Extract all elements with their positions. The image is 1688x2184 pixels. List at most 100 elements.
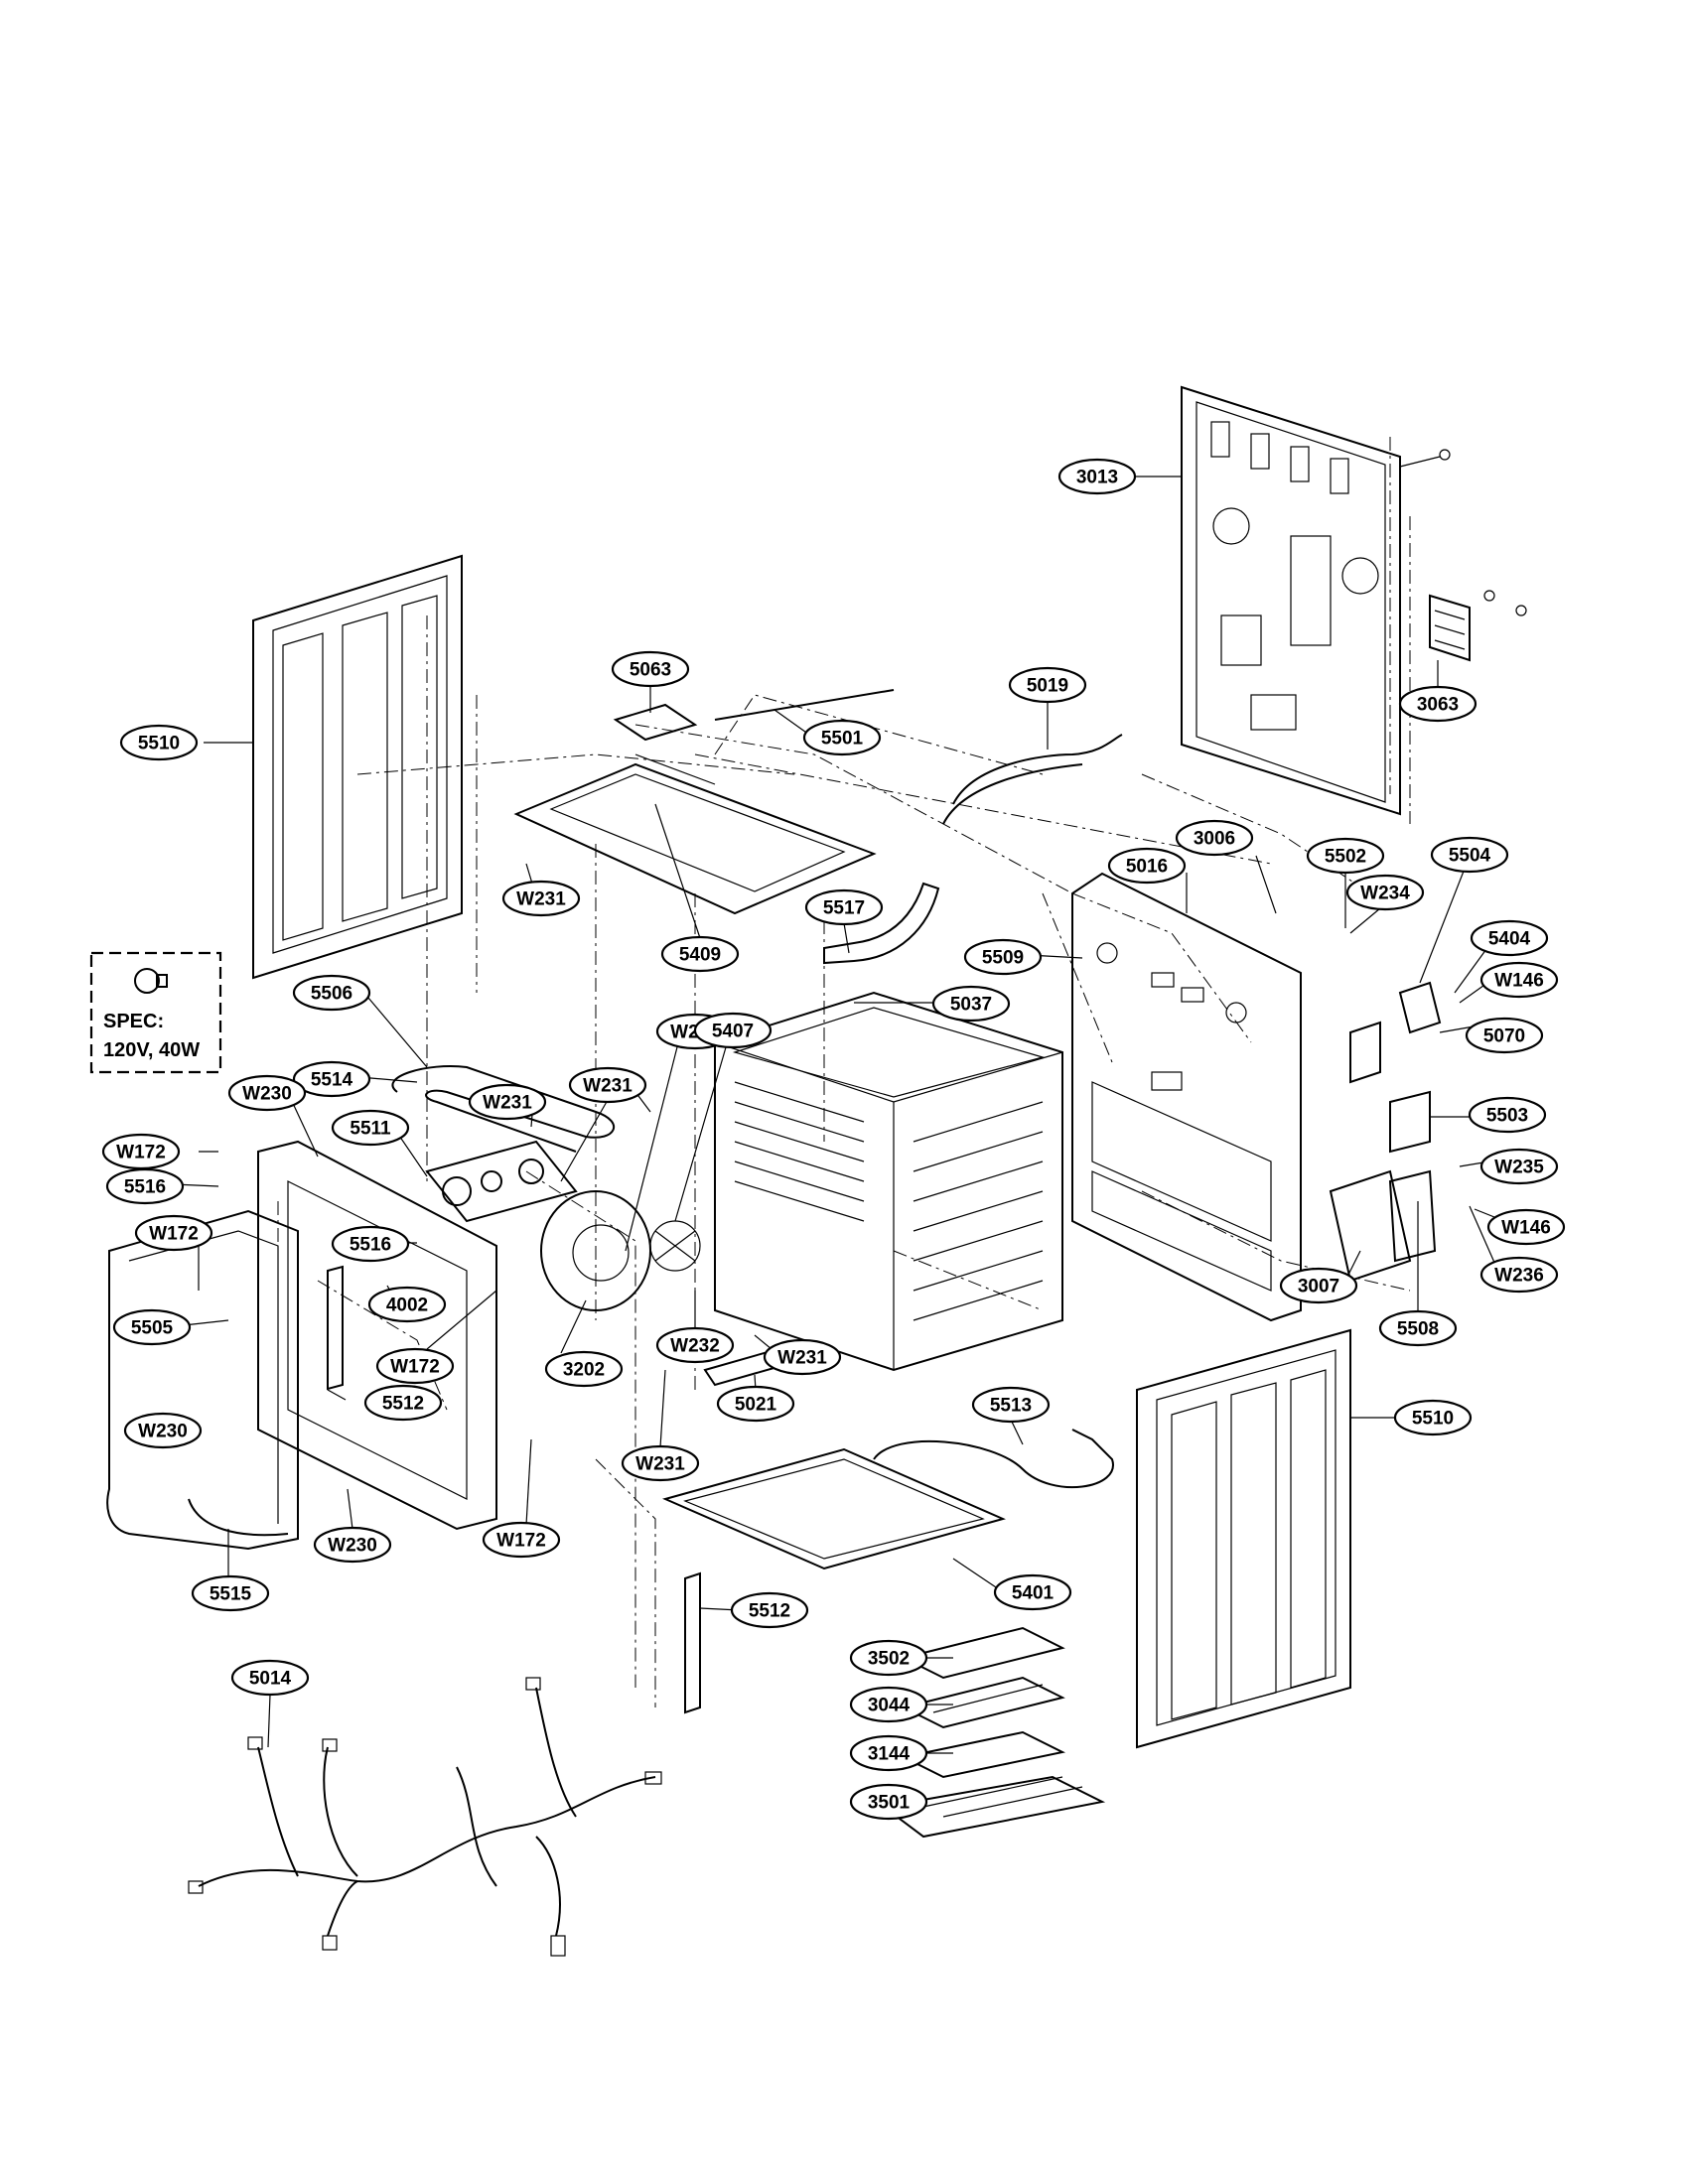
switch-parts — [1329, 981, 1442, 1283]
callout-bubble — [227, 1074, 307, 1112]
callout-bubble — [1486, 1208, 1566, 1246]
callout-w230-b: W230 — [123, 1412, 203, 1449]
callout-bubble — [849, 1734, 928, 1772]
callout-bubble — [971, 1386, 1051, 1424]
callout-bubble — [468, 1083, 547, 1121]
callout-bubble — [1279, 1267, 1358, 1304]
callout-label: 5503 — [1486, 1106, 1528, 1127]
callout-w231-b: W231 — [468, 1083, 547, 1121]
callout-5404: 5404 — [1470, 919, 1549, 957]
callout-w172-d: W172 — [482, 1521, 561, 1559]
callout-w146-b: W146 — [1486, 1208, 1566, 1246]
callout-w231-a: W231 — [501, 880, 581, 917]
callout-label: 3144 — [868, 1744, 911, 1765]
callout-5515: 5515 — [191, 1574, 270, 1612]
light-bulb-icon — [134, 968, 168, 994]
callout-5512-b: 5512 — [730, 1591, 809, 1629]
callout-5516-b: 5516 — [331, 1225, 410, 1263]
bulb-spec-box: SPEC: 120V, 40W — [89, 951, 222, 1074]
callout-5505: 5505 — [112, 1308, 192, 1346]
callout-bubble — [313, 1526, 392, 1564]
callout-bubble — [693, 1012, 773, 1049]
callout-bubble — [1306, 837, 1385, 875]
callout-bubble — [363, 1384, 443, 1422]
callout-bubble — [119, 724, 199, 761]
callout-bubble — [655, 1326, 735, 1364]
callout-bubble — [1057, 458, 1137, 495]
wire-5019 — [942, 734, 1123, 825]
callout-w230-c: W230 — [313, 1526, 392, 1564]
wiring-harness-5014 — [198, 1687, 656, 1937]
callout-bubble — [482, 1521, 561, 1559]
callout-label: 5516 — [350, 1235, 391, 1256]
callout-5510-left: 5510 — [119, 724, 199, 761]
callout-5512-a: 5512 — [363, 1384, 443, 1422]
vent-cover-3063 — [1429, 590, 1527, 662]
callout-label: 5516 — [124, 1177, 166, 1198]
callout-label: 3044 — [868, 1696, 911, 1716]
callout-w232: W232 — [655, 1326, 735, 1364]
rear-frame-5509 — [1071, 872, 1302, 1322]
side-panel-5510-left — [252, 554, 463, 980]
callout-label: W146 — [1501, 1218, 1551, 1239]
callout-5407: 5407 — [693, 1012, 773, 1049]
callout-label: 5505 — [131, 1318, 174, 1339]
callout-bubble — [568, 1066, 647, 1104]
bake-element-5513 — [873, 1429, 1114, 1489]
callout-5514: 5514 — [292, 1060, 371, 1098]
callout-bubble — [105, 1167, 185, 1205]
callout-bubble — [802, 719, 882, 756]
callout-5019: 5019 — [1008, 666, 1087, 704]
callout-label: 5509 — [982, 948, 1024, 969]
back-panel-3013 — [1181, 385, 1451, 816]
callout-label: W236 — [1494, 1266, 1544, 1287]
callout-bubble — [331, 1109, 410, 1147]
callout-w231-c: W231 — [568, 1066, 647, 1104]
callout-bubble — [1008, 666, 1087, 704]
callout-5014: 5014 — [230, 1659, 310, 1697]
callout-3044: 3044 — [849, 1686, 928, 1723]
callout-w172-a: W172 — [101, 1133, 181, 1170]
callout-bubble — [292, 1060, 371, 1098]
callout-bubble — [849, 1686, 928, 1723]
callout-5063: 5063 — [611, 650, 690, 688]
callout-5409: 5409 — [660, 935, 740, 973]
oven-cavity — [714, 991, 1063, 1372]
callout-bubble — [1479, 1148, 1559, 1185]
callout-label: 3006 — [1194, 829, 1235, 850]
callout-label: 5510 — [1412, 1409, 1454, 1430]
callout-5508: 5508 — [1378, 1309, 1458, 1347]
callout-3007: 3007 — [1279, 1267, 1358, 1304]
callout-label: 5014 — [249, 1669, 292, 1690]
callout-5513: 5513 — [971, 1386, 1051, 1424]
callout-5501: 5501 — [802, 719, 882, 756]
callout-bubble — [123, 1412, 203, 1449]
callout-label: W172 — [496, 1531, 546, 1552]
callout-label: 3063 — [1417, 695, 1459, 716]
callout-5506: 5506 — [292, 974, 371, 1012]
callout-bubble — [367, 1286, 447, 1323]
callout-bubble — [621, 1444, 700, 1482]
callout-label: 5513 — [990, 1396, 1032, 1417]
top-plate-5409 — [513, 753, 877, 915]
callout-bubble — [1345, 874, 1425, 911]
callout-3013: 3013 — [1057, 458, 1137, 495]
callout-5510-right: 5510 — [1393, 1399, 1473, 1436]
callout-bubble — [544, 1350, 624, 1388]
duct-5517 — [823, 882, 940, 965]
callout-bubble — [1378, 1309, 1458, 1347]
callout-bubble — [993, 1573, 1072, 1611]
callout-bubble — [1398, 685, 1477, 723]
callout-label: 5512 — [749, 1601, 790, 1622]
callout-w172-c: W172 — [375, 1347, 455, 1385]
callout-w234: W234 — [1345, 874, 1425, 911]
callout-bubble — [331, 1225, 410, 1263]
callout-label: W231 — [516, 889, 566, 910]
callout-3006: 3006 — [1175, 819, 1254, 857]
callout-5401: 5401 — [993, 1573, 1072, 1611]
callout-label: 5407 — [712, 1022, 754, 1042]
oven-light-5511 — [425, 1140, 578, 1223]
callout-bubble — [763, 1338, 842, 1376]
